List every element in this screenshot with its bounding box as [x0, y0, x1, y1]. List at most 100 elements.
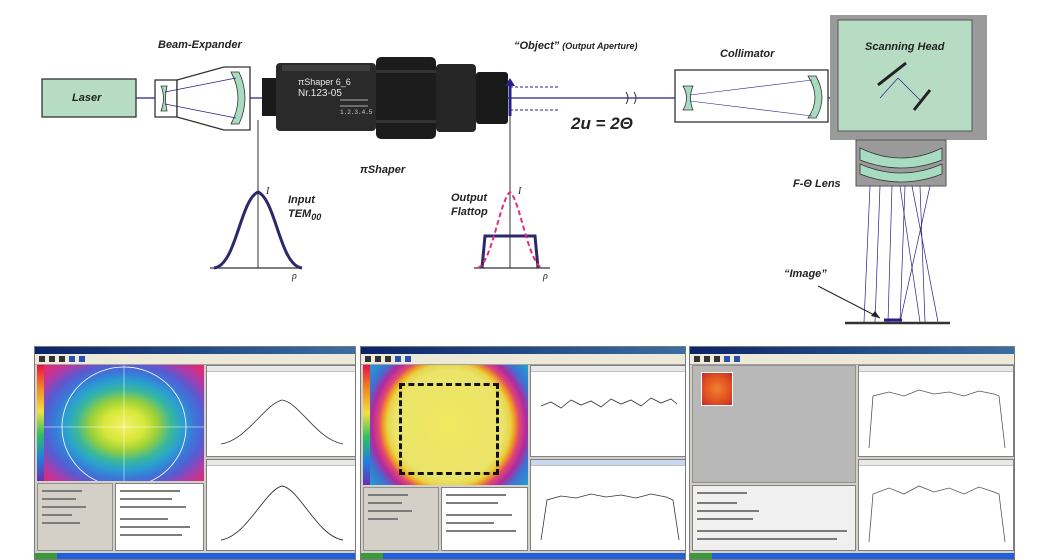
control-row	[42, 506, 86, 508]
object-label-main: “Object”	[514, 40, 560, 52]
input-tem-subscript: 00	[311, 212, 322, 223]
window-titlebar	[690, 347, 1014, 354]
horizontal-profile-plot	[530, 365, 685, 457]
scanning-head	[830, 15, 987, 140]
window-toolbar	[35, 354, 355, 365]
control-row	[368, 502, 402, 504]
start-button[interactable]	[690, 553, 712, 559]
settings-icon[interactable]	[724, 356, 730, 362]
result-row	[446, 522, 494, 524]
pi-shaper-label: πShaper	[360, 164, 406, 176]
control-row	[368, 494, 408, 496]
f-theta-lens	[855, 139, 947, 187]
collimator-label: Collimator	[720, 48, 775, 60]
engraving-line2: Nr.123-05	[298, 88, 342, 99]
object-label: “Object” (Output Aperture)	[514, 40, 637, 52]
engraving-line1: πShaper 6_6	[298, 77, 351, 87]
input-tem-text: TEM	[288, 208, 312, 220]
result-row	[697, 492, 747, 494]
horizontal-profile-plot	[206, 365, 355, 457]
divergence-equation: 2u = 2Θ	[571, 114, 633, 133]
result-row	[120, 506, 186, 508]
control-row	[42, 522, 80, 524]
settings-icon[interactable]	[69, 356, 75, 362]
image-label: “Image”	[784, 268, 827, 280]
result-row	[446, 530, 516, 532]
beam-profiler-window-input	[34, 346, 356, 560]
result-row	[120, 526, 190, 528]
stop-icon[interactable]	[59, 356, 65, 362]
controls-panel[interactable]	[363, 487, 439, 551]
scanning-head-label: Scanning Head	[865, 41, 945, 53]
pi-shaper-body	[262, 57, 508, 139]
result-row	[120, 534, 182, 536]
image-viewport	[692, 365, 856, 483]
stop-icon[interactable]	[385, 356, 391, 362]
windows-taskbar	[361, 553, 685, 559]
play-icon[interactable]	[694, 356, 700, 362]
laser-label: Laser	[72, 92, 102, 104]
result-row	[446, 514, 512, 516]
result-row	[120, 498, 172, 500]
optical-setup-diagram: Laser Beam-Expander “Object” (Output Ape…	[41, 15, 987, 325]
result-row	[446, 494, 506, 496]
result-row	[697, 502, 737, 504]
window-titlebar	[35, 347, 355, 354]
window-toolbar	[690, 354, 1014, 365]
spot-thumbnail	[701, 372, 733, 406]
dashed-uniform-region	[399, 383, 499, 475]
beam-profiler-window-flattop	[360, 346, 686, 560]
beam-expander-label: Beam-Expander	[158, 39, 242, 51]
record-icon[interactable]	[704, 356, 710, 362]
pi-shaper-engraving: πShaper 6_6 Nr.123-05	[298, 76, 351, 100]
input-label-line1: Input	[288, 194, 315, 206]
layout-icon[interactable]	[79, 356, 85, 362]
object-output-aperture	[505, 78, 560, 195]
output-label-line2: Flattop	[451, 206, 488, 218]
layout-icon[interactable]	[405, 356, 411, 362]
result-row	[697, 518, 753, 520]
radius-axis-symbol-output: ρ	[543, 271, 548, 282]
control-row	[42, 514, 72, 516]
window-toolbar	[361, 354, 685, 365]
scan-rays	[863, 185, 939, 323]
input-gaussian-profile	[210, 120, 303, 270]
vertical-profile-plot	[530, 459, 685, 551]
windows-taskbar	[690, 553, 1014, 559]
color-scale-bar	[37, 365, 44, 481]
plot-title-bar	[531, 366, 685, 372]
collimator	[674, 69, 829, 123]
result-row	[446, 502, 498, 504]
controls-panel[interactable]	[37, 483, 113, 551]
radius-axis-symbol-input: ρ	[292, 271, 297, 282]
pi-shaper-ring-scale: 1.2.3.4.5	[340, 109, 373, 116]
start-button[interactable]	[361, 553, 383, 559]
control-row	[42, 490, 82, 492]
play-icon[interactable]	[39, 356, 45, 362]
laser-box	[41, 78, 137, 118]
results-panel	[692, 485, 856, 551]
play-icon[interactable]	[365, 356, 371, 362]
result-row	[120, 490, 180, 492]
result-row	[697, 538, 837, 540]
control-row	[368, 518, 398, 520]
record-icon[interactable]	[375, 356, 381, 362]
result-row	[697, 530, 847, 532]
layout-icon[interactable]	[734, 356, 740, 362]
beam-expander	[154, 66, 251, 131]
intensity-axis-symbol-output: I	[518, 186, 522, 197]
gaussian-intensity-map	[44, 365, 204, 481]
start-button[interactable]	[35, 553, 57, 559]
plot-title-bar	[859, 460, 1013, 466]
plot-title-bar	[207, 460, 355, 466]
vertical-profile-plot	[858, 459, 1014, 551]
results-panel	[441, 487, 528, 551]
intensity-axis-symbol-input: I	[266, 186, 270, 197]
settings-icon[interactable]	[395, 356, 401, 362]
stop-icon[interactable]	[714, 356, 720, 362]
output-flattop-profile	[474, 190, 550, 269]
vertical-profile-plot	[206, 459, 355, 551]
record-icon[interactable]	[49, 356, 55, 362]
image-pointer-arrow	[817, 285, 881, 319]
f-theta-lens-label: F-Θ Lens	[793, 178, 841, 190]
